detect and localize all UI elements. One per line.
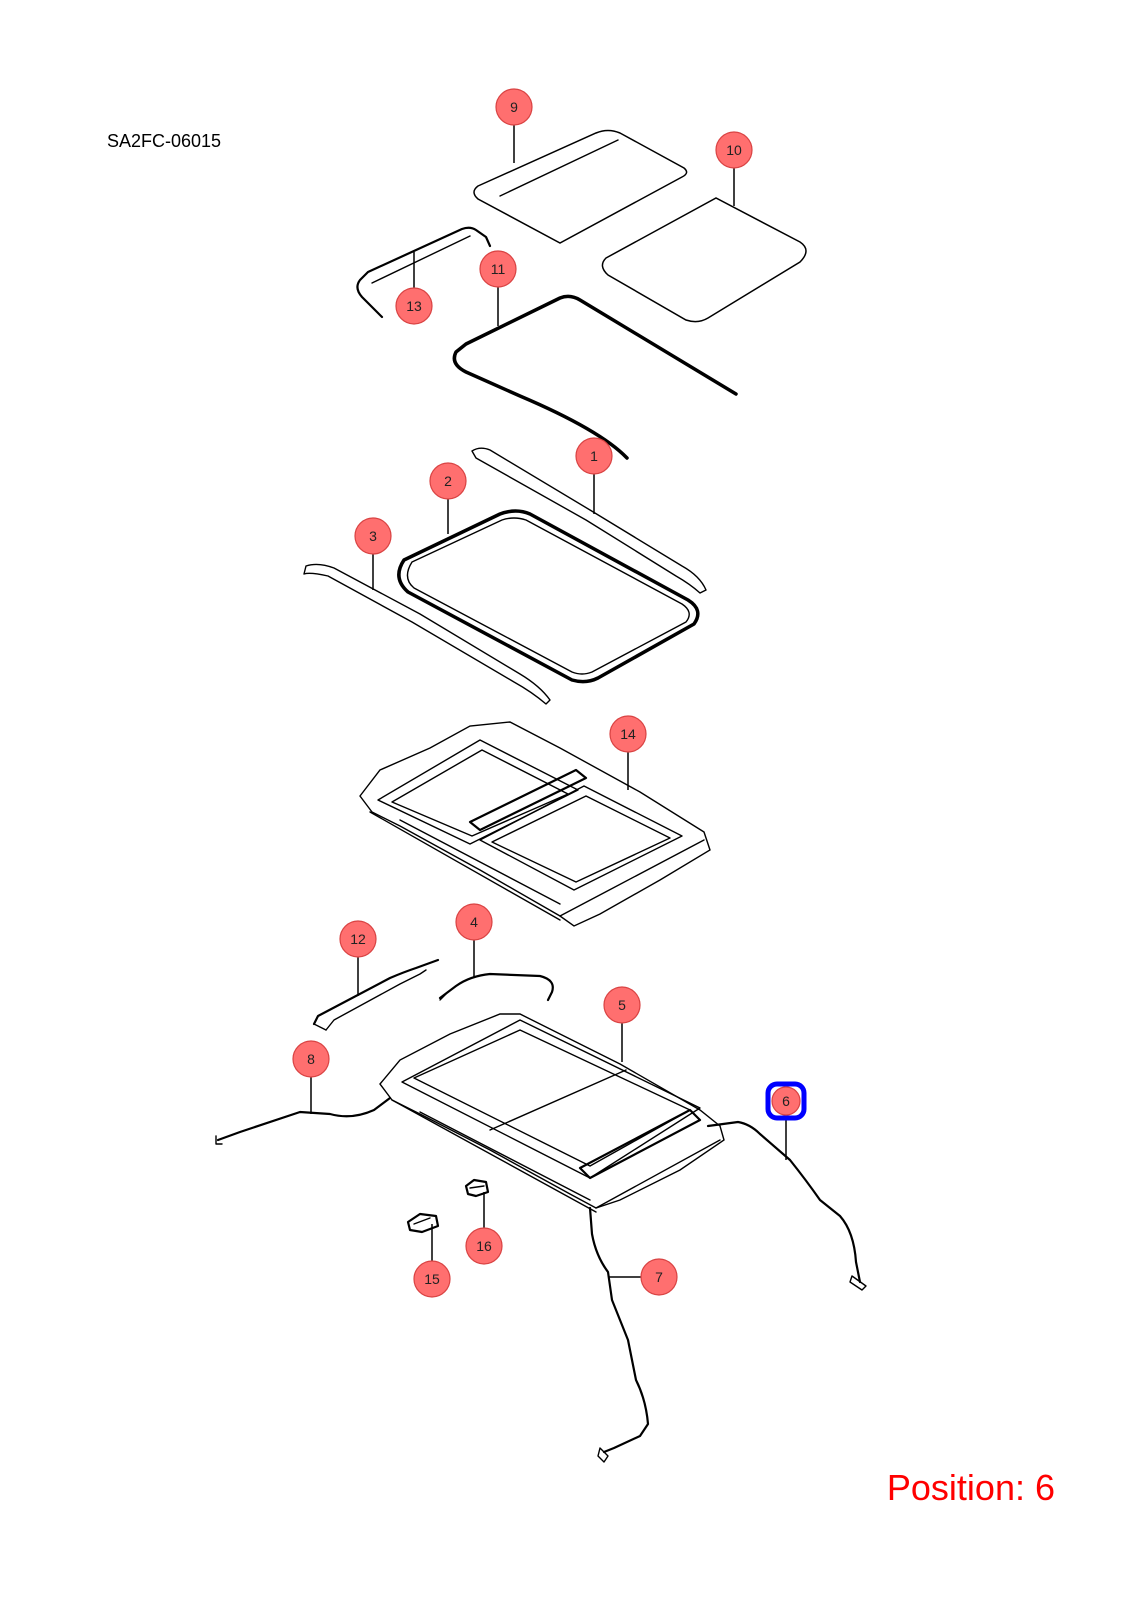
svg-text:16: 16 (476, 1238, 492, 1254)
svg-text:15: 15 (424, 1271, 440, 1287)
part-14-main-frame[interactable] (359, 721, 711, 927)
svg-text:11: 11 (491, 261, 506, 277)
part-15-clip[interactable] (406, 1212, 440, 1234)
part-12-drain-hose[interactable] (312, 958, 440, 1031)
part-10-rear-glass[interactable] (601, 197, 807, 323)
svg-text:1: 1 (590, 448, 598, 464)
callout-4[interactable]: 4 (455, 903, 493, 941)
callout-6[interactable]: 6 (765, 1081, 807, 1121)
selected-callout-outline (765, 1081, 807, 1121)
svg-text:8: 8 (307, 1051, 315, 1067)
callout-15[interactable]: 15 (413, 1260, 451, 1298)
callout-10[interactable]: 10 (715, 131, 753, 169)
svg-text:12: 12 (350, 931, 366, 947)
part-11-seal[interactable] (452, 294, 738, 460)
callout-7[interactable]: 7 (640, 1258, 678, 1296)
svg-text:7: 7 (655, 1269, 663, 1285)
part-16-clip[interactable] (464, 1178, 490, 1198)
part-5-sunroof-assembly[interactable] (379, 1013, 725, 1213)
part-3-left-rail[interactable] (303, 563, 551, 705)
callout-11[interactable]: 11 (479, 250, 517, 288)
callout-5[interactable]: 5 (603, 986, 641, 1024)
svg-text:10: 10 (726, 142, 742, 158)
callout-2[interactable]: 2 (429, 462, 467, 500)
svg-text:2: 2 (444, 473, 452, 489)
callout-12[interactable]: 12 (339, 920, 377, 958)
svg-text:5: 5 (618, 997, 626, 1013)
svg-text:6: 6 (782, 1093, 790, 1109)
callout-1[interactable]: 1 (575, 437, 613, 475)
callout-9[interactable]: 9 (495, 88, 533, 126)
svg-text:4: 4 (470, 914, 478, 930)
part-6-right-cable[interactable] (706, 1120, 867, 1291)
svg-text:3: 3 (369, 528, 377, 544)
callout-3[interactable]: 3 (354, 517, 392, 555)
part-1-right-rail[interactable] (471, 447, 707, 594)
diagram-code: SA2FC-06015 (107, 131, 222, 151)
part-7-rear-cable[interactable] (588, 1206, 650, 1463)
part-9-front-glass[interactable] (473, 129, 688, 244)
callout-16[interactable]: 16 (465, 1227, 503, 1265)
leader-lines (310, 123, 787, 1278)
callout-8[interactable]: 8 (292, 1040, 330, 1078)
svg-text:14: 14 (620, 726, 636, 742)
part-8-left-cable[interactable] (215, 1096, 392, 1145)
part-2-glass-frame[interactable] (397, 509, 700, 684)
part-13-trim-strip[interactable] (356, 226, 492, 319)
position-indicator: Position: 6 (886, 1467, 1055, 1508)
callout-14[interactable]: 14 (609, 715, 647, 753)
svg-text:13: 13 (406, 298, 422, 314)
callout-13[interactable]: 13 (395, 287, 433, 325)
svg-text:9: 9 (510, 99, 518, 115)
part-4-drain-tube[interactable] (438, 972, 554, 1002)
